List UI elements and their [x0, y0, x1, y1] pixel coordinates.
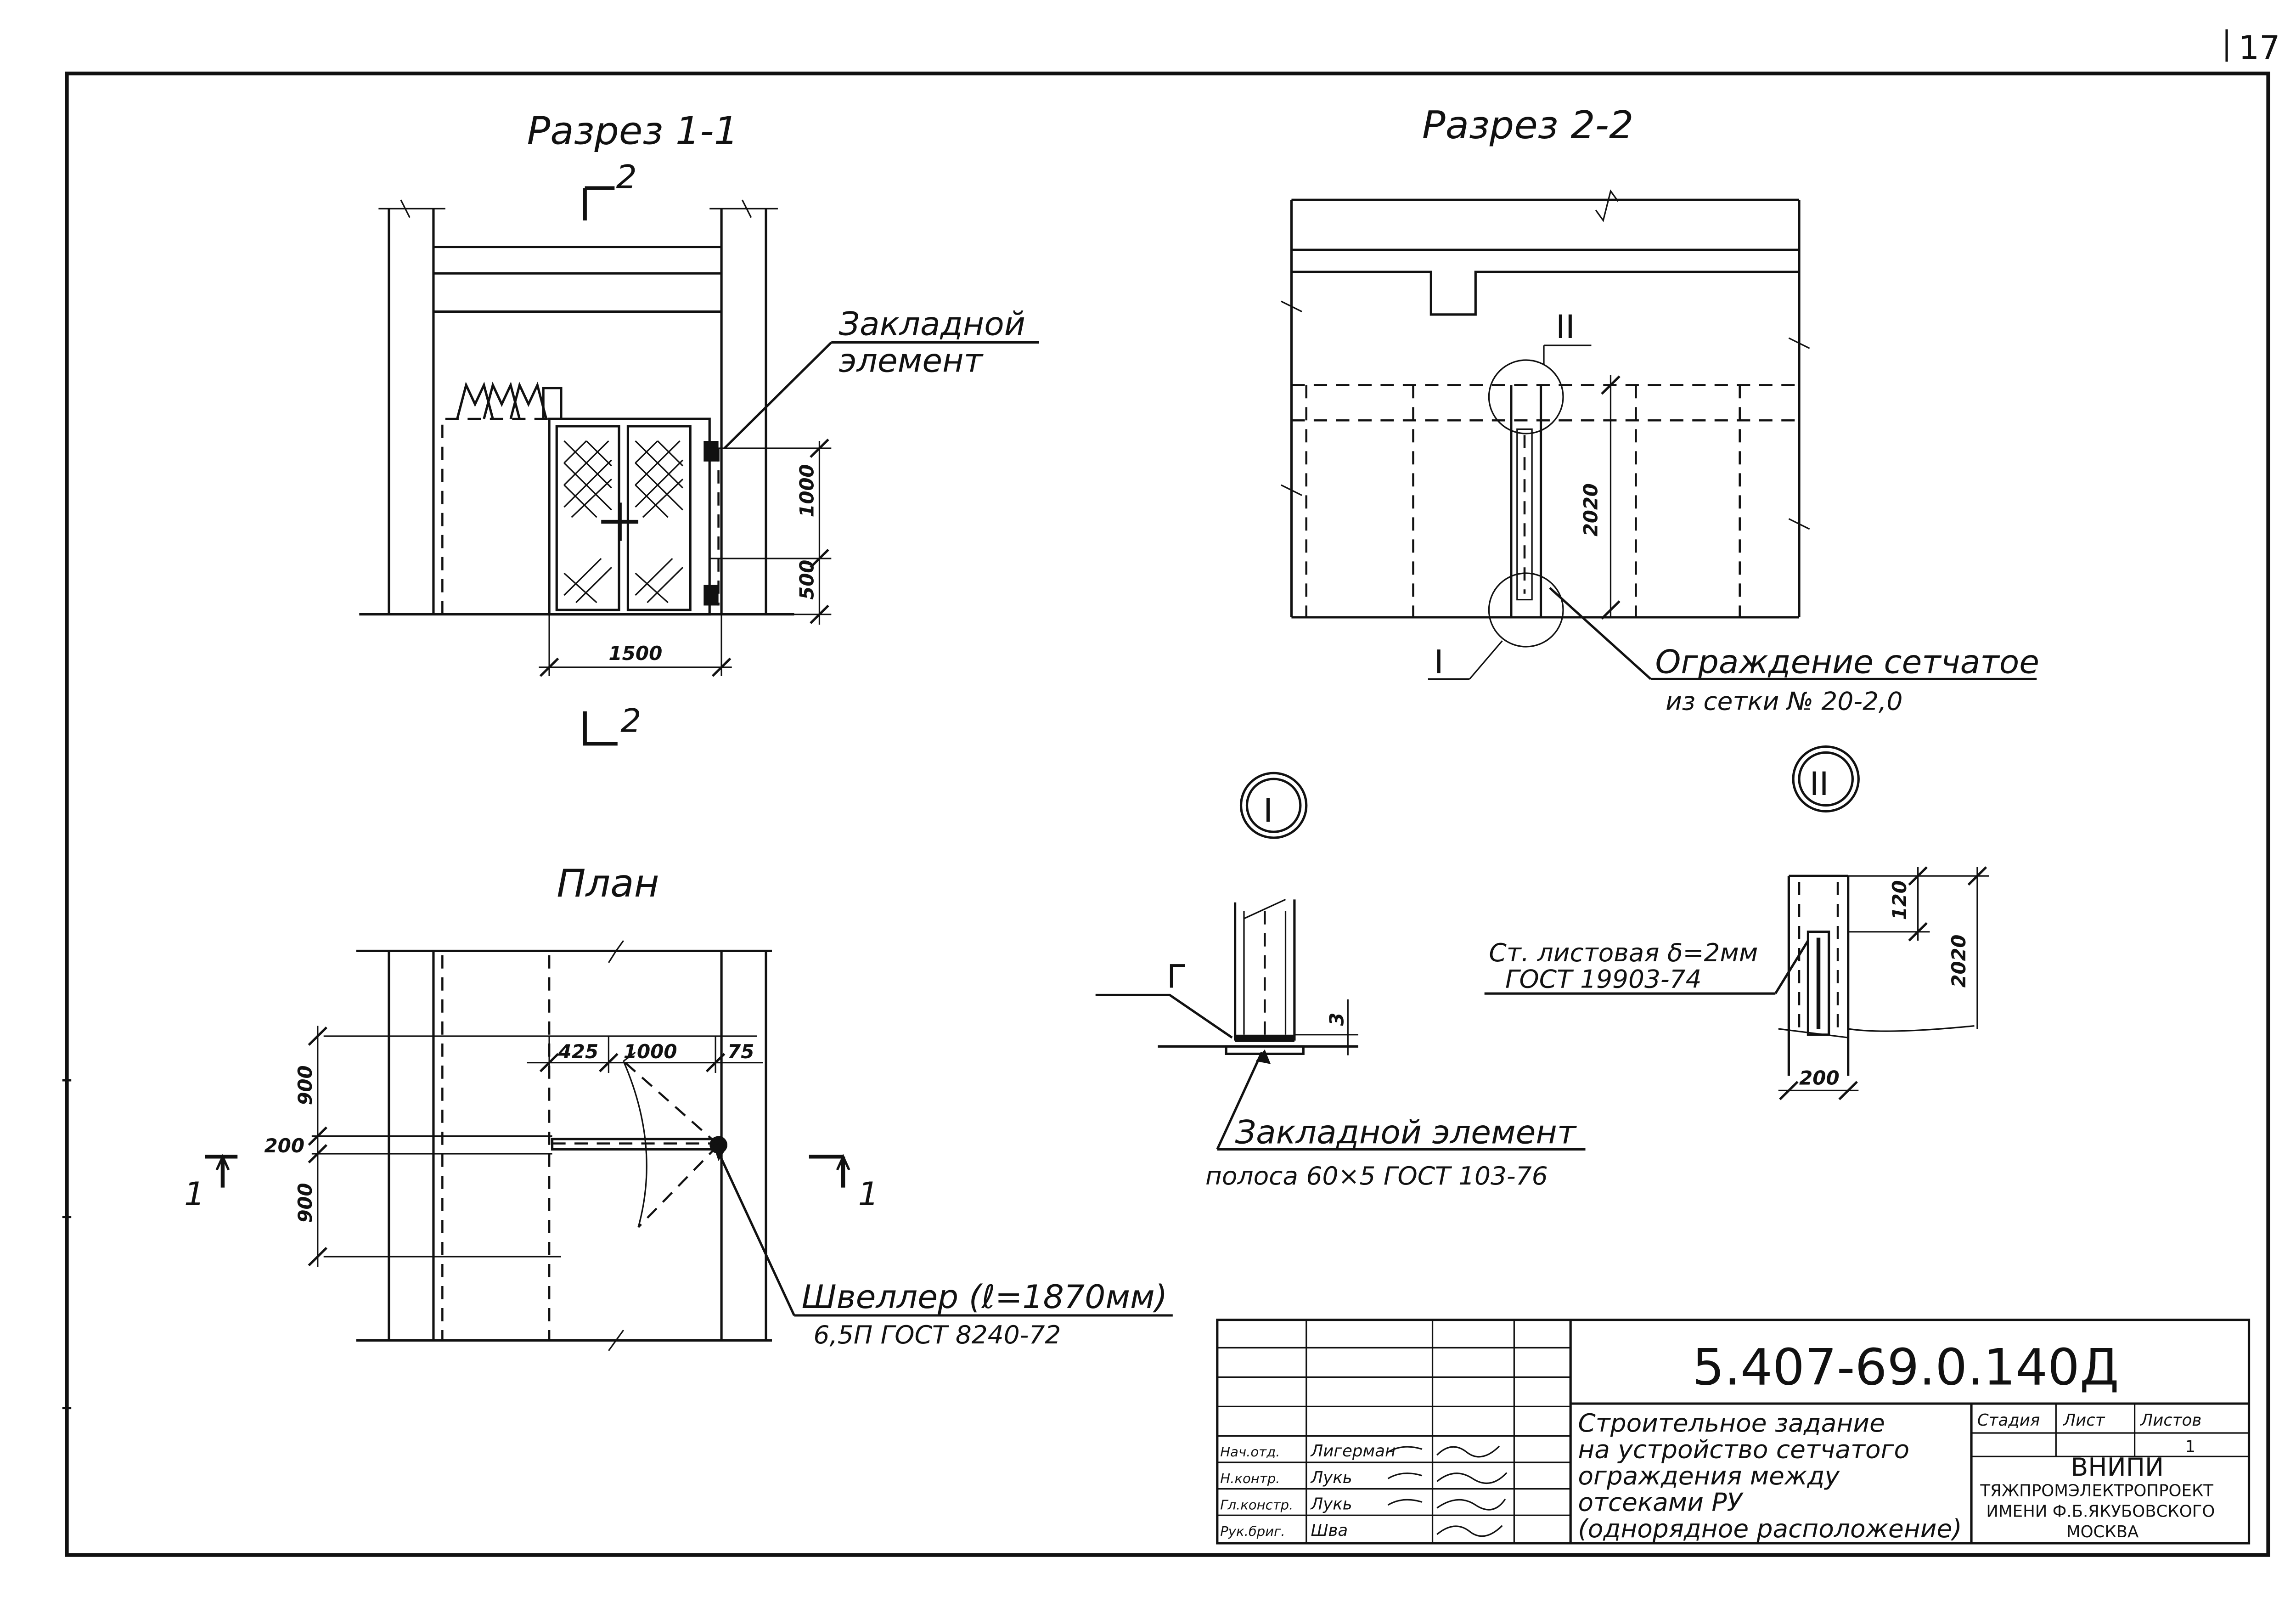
node-1-callout-line2: полоса 60×5 ГОСТ 103-76: [1205, 1161, 1548, 1190]
plan-dim-1000: 1000: [624, 1040, 677, 1063]
section-2-2-callout-line1: Ограждение сетчатое: [1655, 643, 2039, 681]
title-block-name-1: Лигерман: [1310, 1442, 1396, 1461]
title-block: 5.407-69.0.140Д Строительное задание на …: [1216, 1319, 2251, 1545]
section-2-2: Разрез 2-2 II I 2020: [1281, 102, 2039, 716]
title-block-org-3: ИМЕНИ Ф.Б.ЯКУБОВСКОГО: [1986, 1502, 2215, 1521]
node-1-dim-3: 3: [1325, 1013, 1348, 1026]
title-block-role-2: Н.контр.: [1220, 1471, 1280, 1486]
title-block-role-1: Нач.отд.: [1220, 1444, 1280, 1460]
title-block-sheet-value: 1: [2185, 1438, 2196, 1456]
title-block-desc-5: (однорядное расположение): [1578, 1514, 1962, 1543]
title-block-org-2: ТЯЖПРОМЭЛЕКТРОПРОЕКТ: [1980, 1482, 2213, 1501]
section-1-1-callout-line1: Закладной: [838, 305, 1025, 343]
title-block-name-2: Лукь: [1310, 1468, 1352, 1487]
section-2-2-callout-line2: из сетки № 20-2,0: [1666, 687, 1902, 716]
section-1-1-dim-1500: 1500: [608, 642, 662, 665]
node-2-callout-line1: Ст. листовая δ=2мм: [1489, 938, 1758, 967]
section-1-1-marker-bottom: 2: [620, 702, 641, 740]
section-2-2-title: Разрез 2-2: [1422, 102, 1634, 147]
title-block-stage-header: Стадия: [1977, 1411, 2040, 1430]
plan-dim-900-top: 900: [294, 1066, 316, 1106]
title-block-role-4: Рук.бриг.: [1220, 1523, 1285, 1539]
section-1-1-callout-line2: элемент: [838, 342, 983, 380]
title-block-name-3: Лукь: [1310, 1495, 1352, 1514]
node-1-callout-line1: Закладной элемент: [1235, 1113, 1577, 1151]
signature-marks: [1387, 1445, 1508, 1537]
title-block-sheet-header: Лист: [2062, 1411, 2105, 1430]
node-1-label: I: [1263, 791, 1273, 829]
title-block-desc-3: ограждения между: [1578, 1461, 1840, 1490]
section-2-2-node-bottom: I: [1434, 643, 1444, 681]
title-block-role-3: Гл.констр.: [1220, 1497, 1293, 1513]
plan-dim-425: 425: [557, 1040, 598, 1063]
section-1-1-dim-500: 500: [795, 560, 818, 600]
plan-cut-left: 1: [184, 1175, 205, 1213]
node-2-dim-2020: 2020: [1947, 935, 1970, 988]
title-block-code: 5.407-69.0.140Д: [1692, 1338, 2119, 1396]
node-2-callout-line2: ГОСТ 19903-74: [1505, 965, 1702, 994]
section-1-1: Разрез 1-1 2: [359, 108, 1039, 746]
title-block-name-4: Шва: [1311, 1521, 1348, 1540]
node-2-dim-200: 200: [1799, 1067, 1840, 1089]
title-block-desc-1: Строительное задание: [1578, 1408, 1885, 1438]
plan-callout-line1: Швеллер (ℓ=1870мм): [802, 1278, 1168, 1316]
section-2-2-dim-2020: 2020: [1579, 483, 1602, 536]
title-block-desc-4: отсеками РУ: [1578, 1488, 1744, 1517]
plan-callout-line2: 6,5П ГОСТ 8240-72: [814, 1320, 1061, 1349]
plan-dim-200: 200: [264, 1134, 304, 1157]
plan-dim-900-bottom: 900: [294, 1183, 316, 1223]
title-block-desc-2: на устройство сетчатого: [1578, 1435, 1909, 1464]
sheet-frame: [65, 71, 2270, 1557]
node-1-detail: I Г 3 Закладной элемент полоса 60×5 ГОСТ…: [1095, 772, 1586, 1190]
plan-dim-75: 75: [727, 1040, 754, 1063]
node-2-label: II: [1810, 765, 1829, 803]
plan-cut-right: 1: [858, 1175, 878, 1213]
plan-title: План: [557, 861, 659, 906]
plan-view: План 425 1000 75 900: [184, 861, 1173, 1351]
section-1-1-dim-1000: 1000: [795, 464, 818, 518]
section-1-1-marker-top: 2: [616, 158, 637, 196]
title-block-org-1: ВНИПИ: [2071, 1452, 2164, 1482]
node-2-detail: II 120 2020 200 Ст. листовая δ=2мм ГОСТ …: [1484, 745, 1989, 1100]
section-2-2-node-top: II: [1556, 308, 1575, 346]
title-block-org-4: МОСКВА: [2066, 1523, 2138, 1541]
section-1-1-title: Разрез 1-1: [527, 108, 739, 153]
title-block-sheets-header: Листов: [2140, 1411, 2202, 1430]
node-1-weld-mark: Г: [1167, 958, 1187, 996]
node-2-dim-120: 120: [1888, 880, 1911, 920]
sheet-number: 17: [2239, 28, 2280, 67]
